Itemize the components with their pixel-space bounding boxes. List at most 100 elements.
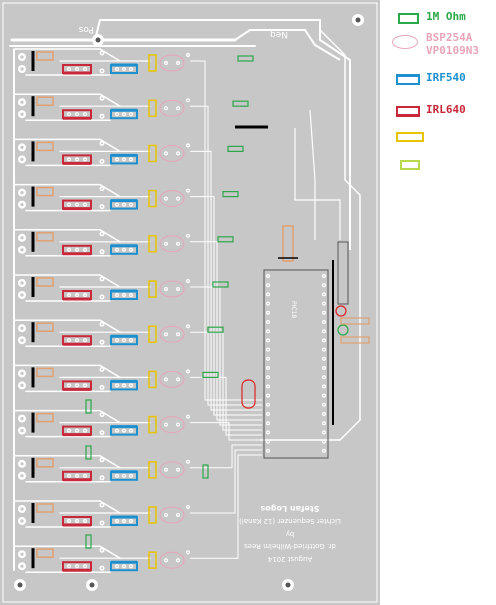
channel-3-irl-pad-1-hole <box>68 158 70 161</box>
channel-10-irf-pad-2-hole <box>123 475 125 477</box>
mcu-pad-right-14-hole <box>323 394 325 397</box>
channel-7-ctrl-trace <box>190 331 262 431</box>
channel-1-yellow-part <box>148 54 157 72</box>
channel-5-orange-resistor <box>36 232 54 242</box>
credit-line-3: by <box>286 530 295 538</box>
mcu-pad-right-6-hole <box>323 321 325 323</box>
channel-5-pad-a-hole <box>101 232 103 235</box>
channel-4-pad-c-hole <box>187 189 189 192</box>
channel-1-irl-pad-1-hole <box>68 68 70 70</box>
channel-11-irl-pad-2-hole <box>76 520 78 522</box>
channel-8-pad-a-hole <box>101 368 103 371</box>
channel-6-pad-a-hole <box>101 278 103 280</box>
channel-2-out-pad-2-hole <box>20 112 24 116</box>
channel-10-irl-pad-1-hole <box>68 475 70 477</box>
channel-6-orange-resistor <box>36 277 54 287</box>
channel-5-ctrl-trace <box>190 241 262 421</box>
channel-12-orange-resistor <box>36 548 54 558</box>
mcu-pad-right-5-hole <box>323 312 325 314</box>
channel-7-bsp-pad-2-hole <box>177 333 179 336</box>
channel-2-irl-pad-2-hole <box>76 113 78 115</box>
channel-9-irl-pad-2-hole <box>76 429 78 432</box>
channel-9-ctrl-trace <box>190 422 262 441</box>
channel-6-bsp254a <box>159 280 185 298</box>
channel-1-irf-pad-3-hole <box>130 68 132 70</box>
legend-irl-symbol <box>396 106 420 117</box>
channel-10-out-pad-2-hole <box>20 474 24 478</box>
channel-2-irl-pad-3-hole <box>84 113 86 115</box>
mounting-hole-center-2 <box>355 17 361 23</box>
channel-7-pad-c-hole <box>187 325 189 328</box>
channel-12-bsp254a <box>159 551 185 569</box>
channel-6-out-pad-2-hole <box>20 293 24 297</box>
channel-3-pad-c-hole <box>187 144 189 147</box>
channel-4-pad-b-hole <box>101 205 103 208</box>
mcu-pad-right-1-hole <box>323 275 325 277</box>
channel-7-irf-pad-1-hole <box>116 339 118 342</box>
legend-irf-symbol <box>396 74 420 85</box>
channel-6-pad-b-hole <box>101 296 103 298</box>
channel-1-bsp-pad-1-hole <box>165 62 167 64</box>
channel-3-resistor-1m <box>227 145 244 152</box>
channel-10-ctrl-trace <box>190 444 262 469</box>
channel-12-irl-pad-3-hole <box>84 565 86 567</box>
channel-2-ctrl-trace <box>190 105 262 406</box>
channel-7-pad-a-hole <box>101 323 103 326</box>
channel-11-bsp-pad-1-hole <box>165 514 167 516</box>
channel-12-irl-pad-2-hole <box>76 565 78 567</box>
channel-1-out-pad-1-hole <box>20 55 24 59</box>
channel-5-pad-b-hole <box>101 250 103 253</box>
channel-12-bsp-pad-2-hole <box>177 559 179 561</box>
channel-5-irl-pad-1-hole <box>68 249 70 251</box>
channel-12-yellow-part <box>148 551 157 569</box>
channel-6-irl-pad-2-hole <box>76 294 78 296</box>
board-outline <box>2 2 378 603</box>
legend-yellow-symbol <box>396 132 424 142</box>
mcu-pad-left-5-hole <box>267 312 269 314</box>
channel-2-out-pad-1-hole <box>20 100 24 104</box>
channel-6-irf-pad-3-hole <box>130 294 132 296</box>
mcu-pad-left-19-hole <box>267 440 269 443</box>
channel-1-out-pad-2-hole <box>20 67 24 71</box>
channel-10-irl-pad-3-hole <box>84 475 86 477</box>
channel-4-irl-pad-1-hole <box>68 203 70 206</box>
channel-8-irf-pad-1-hole <box>116 384 118 387</box>
channel-12-pad-a-hole <box>101 549 103 552</box>
channel-3-bsp254a <box>159 144 185 162</box>
mcu-pad-left-2-hole <box>267 284 269 287</box>
mcu-pad-left-15-hole <box>267 404 269 406</box>
channel-1-resistor-1m <box>237 55 254 62</box>
route-right-3 <box>294 128 341 240</box>
channel-3-ctrl-trace <box>190 150 262 411</box>
channel-1-irf-pad-2-hole <box>123 68 125 70</box>
channel-12-out-pad-1-hole <box>20 552 24 556</box>
trace-layer <box>2 2 378 603</box>
mounting-hole-center-1 <box>95 37 101 43</box>
vertical-resistor-1 <box>85 399 92 414</box>
channel-9-orange-resistor <box>36 412 54 423</box>
channel-7-yellow-part <box>148 325 157 343</box>
channel-6-bsp-pad-1-hole <box>165 288 167 290</box>
channel-4-yellow-part <box>148 189 157 208</box>
mounting-hole-center-5 <box>17 582 23 588</box>
mcu-pad-left-10-hole <box>267 358 269 360</box>
channel-6-out-pad-1-hole <box>20 281 24 285</box>
channel-11-irl-pad-1-hole <box>68 520 70 522</box>
label-chip: PIC18 <box>290 301 297 318</box>
channel-3-out-pad-2-hole <box>20 157 24 161</box>
legend-label-bsp254a-line1: BSP254A <box>426 31 473 44</box>
channel-12-irf-pad-2-hole <box>123 565 125 567</box>
component-legend: 1M Ohm BSP254A VP0109N3 IRF540 IRL640 <box>382 0 496 605</box>
channel-7-irl-pad-2-hole <box>76 339 78 342</box>
channel-6-irl-pad-1-hole <box>68 294 70 296</box>
channel-5-irf-pad-1-hole <box>116 249 118 251</box>
mcu-pad-left-14-hole <box>267 394 269 397</box>
channel-11-orange-resistor <box>36 503 54 513</box>
channel-10-orange-resistor <box>36 458 54 468</box>
channel-11-bsp-pad-2-hole <box>177 514 179 516</box>
channel-4-bsp-pad-1-hole <box>165 197 167 200</box>
route-right-1 <box>260 29 361 441</box>
mcu-pad-right-17-hole <box>323 422 325 425</box>
channel-1-orange-resistor <box>36 51 54 61</box>
credit-line-4: dr. Gottfried-Wilhelm Rees <box>244 542 336 550</box>
